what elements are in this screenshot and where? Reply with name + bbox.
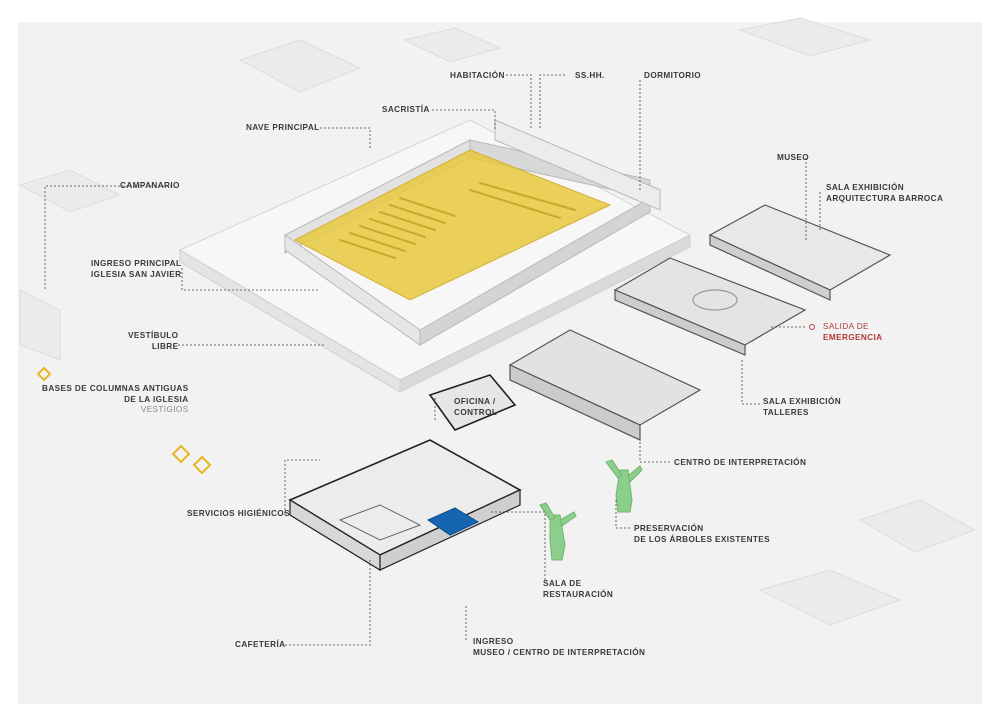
nave-pews (339, 182, 576, 259)
label-line: DE LA IGLESIA (124, 394, 189, 404)
label-line: OFICINA / (454, 397, 496, 406)
label-preservacion: PRESERVACIÓN DE LOS ÁRBOLES EXISTENTES (634, 524, 770, 545)
label-sala-exhibicion-barroca: SALA EXHIBICIÓN ARQUITECTURA BARROCA (826, 183, 943, 204)
label-campanario: CAMPANARIO (120, 181, 180, 190)
label-salida-emergencia: SALIDA DE EMERGENCIA (823, 322, 883, 343)
label-line: INGRESO PRINCIPAL (91, 259, 182, 268)
emergency-exit-marker (809, 324, 815, 330)
label-line: DE LOS ÁRBOLES EXISTENTES (634, 534, 771, 544)
label-vestibulo: VESTÍBULO LIBRE (128, 331, 178, 352)
vestigios-markers (36, 366, 212, 475)
label-line: SALA EXHIBICIÓN (763, 397, 842, 406)
label-oficina: OFICINA / CONTROL (454, 397, 497, 418)
label-ingreso-museo: INGRESO MUSEO / CENTRO DE INTERPRETACIÓN (473, 637, 645, 658)
label-line: ARQUITECTURA BARROCA (826, 193, 944, 203)
label-line: MUSEO / CENTRO DE INTERPRETACIÓN (473, 647, 646, 657)
label-museo: MUSEO (777, 153, 810, 162)
leader-lines (44, 74, 821, 646)
label-sacristia: SACRISTÍA (382, 105, 430, 114)
label-servicios-higienicos: SERVICIOS HIGIÉNICOS (187, 509, 290, 518)
service-block (288, 374, 522, 572)
label-sala-restauracion: SALA DE RESTAURACIÓN (543, 579, 613, 600)
nave-principal-highlight (293, 149, 612, 301)
context-buildings (18, 17, 977, 626)
preserved-trees (539, 459, 643, 561)
sala-restauracion-highlight (426, 507, 480, 536)
label-vestigios: VESTIGIOS (140, 405, 189, 414)
label-line: CONTROL (454, 407, 498, 417)
label-line: SALA DE (543, 579, 582, 588)
label-line: PRESERVACIÓN (634, 524, 704, 533)
label-line: RESTAURACIÓN (543, 589, 614, 599)
label-nave-principal: NAVE PRINCIPAL (246, 123, 320, 132)
label-ingreso-principal: INGRESO PRINCIPAL IGLESIA SAN JAVIER (91, 259, 181, 280)
label-line: VESTÍBULO (128, 331, 179, 340)
label-sshh: SS.HH. (575, 71, 605, 80)
label-dormitorio: DORMITORIO (644, 71, 702, 80)
label-line: IGLESIA SAN JAVIER (91, 269, 182, 279)
label-line: BASES DE COLUMNAS ANTIGUAS (42, 384, 189, 393)
label-line: INGRESO (473, 637, 514, 646)
label-sala-talleres: SALA EXHIBICIÓN TALLERES (763, 397, 841, 418)
label-cafeteria: CAFETERÍA (235, 640, 286, 649)
label-line: SALA EXHIBICIÓN (826, 183, 905, 192)
label-line: LIBRE (151, 341, 179, 351)
label-line: EMERGENCIA (823, 332, 883, 342)
museum-blocks (508, 204, 892, 441)
label-bases-columnas: BASES DE COLUMNAS ANTIGUAS DE LA IGLESIA… (42, 384, 189, 416)
label-line: TALLERES (763, 407, 809, 417)
label-habitacion: HABITACIÓN (450, 71, 505, 80)
label-line: SALIDA DE (823, 322, 869, 331)
label-centro-interpretacion: CENTRO DE INTERPRETACIÓN (674, 458, 807, 467)
